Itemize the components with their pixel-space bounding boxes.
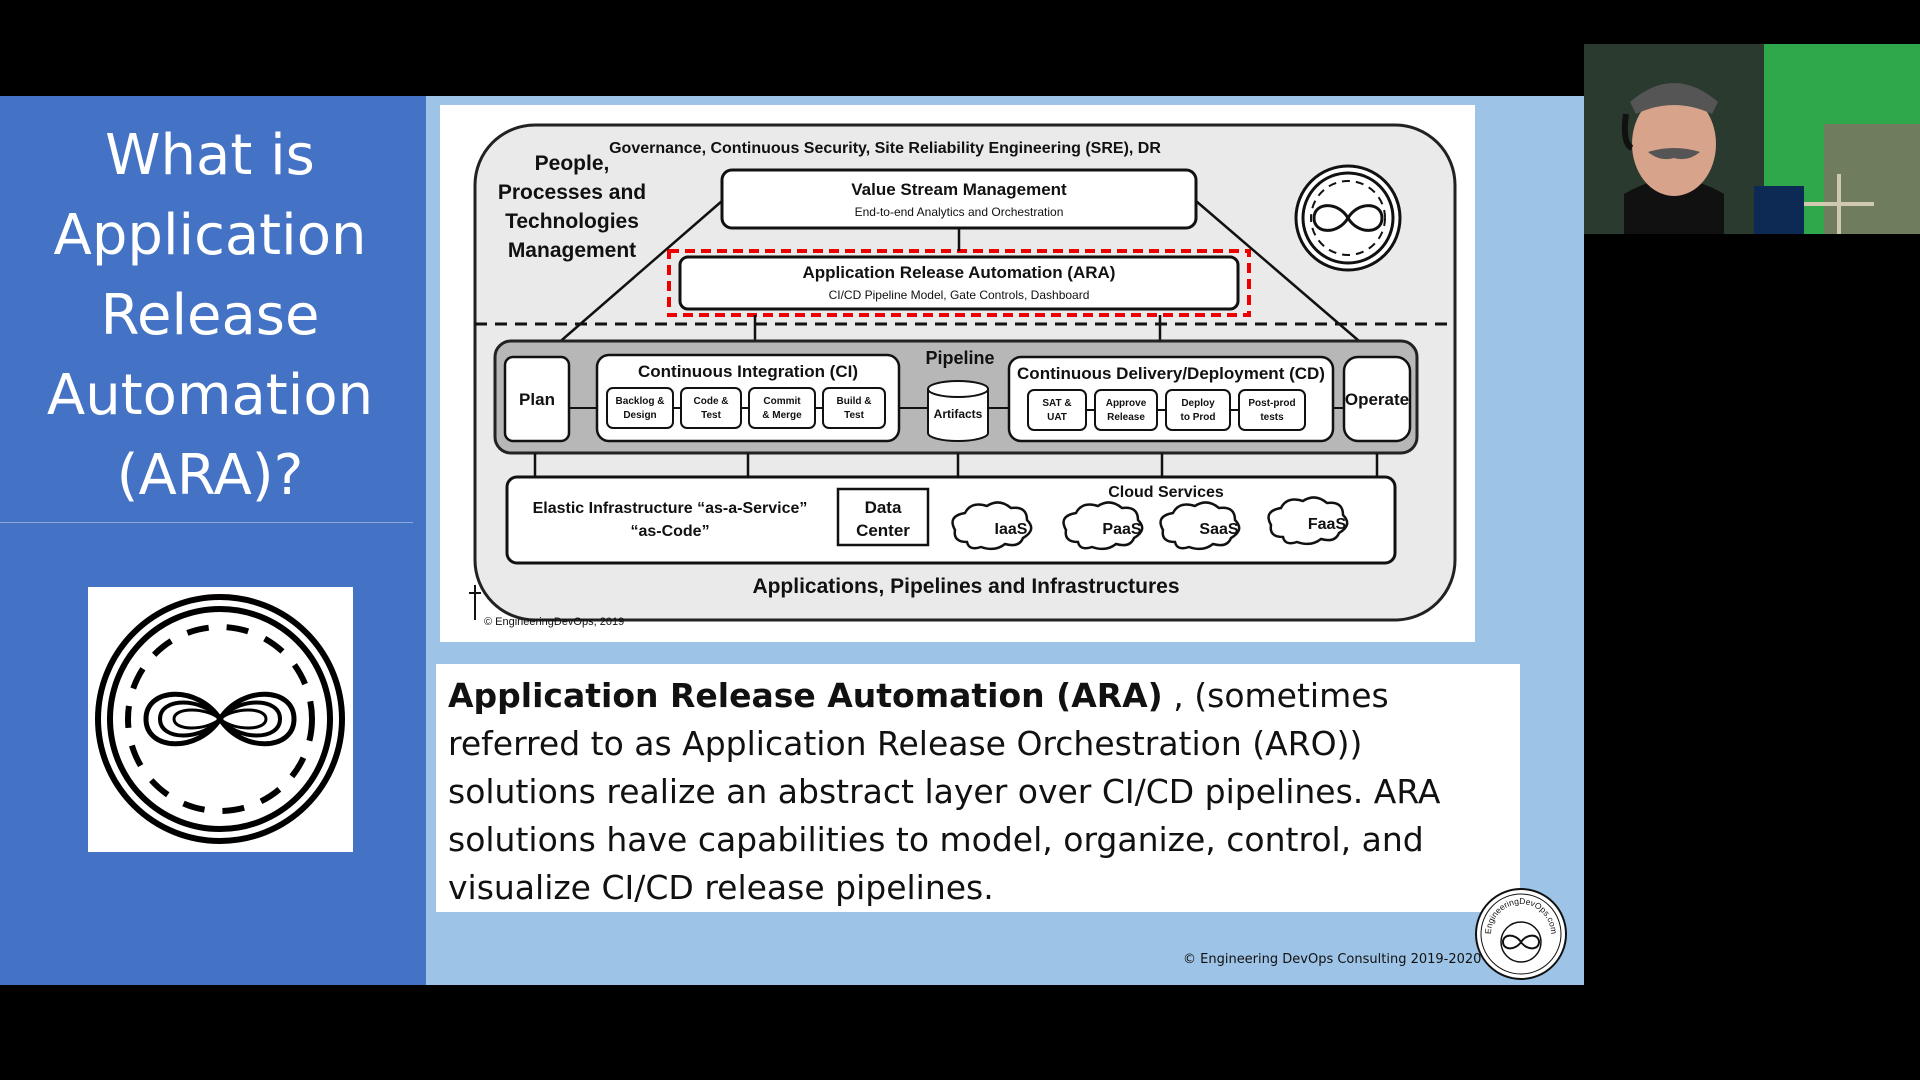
people-label-3: Technologies [505,210,639,233]
cd-step-approve [1094,389,1158,431]
ci-step-code-label-2: Test [701,410,721,421]
cd-step-deploy-label-2: to Prod [1181,412,1216,423]
pipeline-flow-arrows [569,407,1344,411]
people-label-2: Processes and [498,181,646,204]
description-text: Application Release Automation (ARA) , (… [448,672,1508,912]
plan-box [503,355,571,443]
operate-box [1342,355,1412,443]
cd-step-approve-label-1: Approve [1106,398,1147,409]
infinity-seal-icon [1294,164,1402,272]
vsm-operate-connector [1195,200,1381,360]
slide: What is Application Release Automation (… [0,96,1584,985]
diagram-credit: © EngineeringDevOps, 2019 [484,616,624,628]
ara-title: Application Release Automation (ARA) [803,263,1116,282]
description-lead: Application Release Automation (ARA) [448,676,1163,715]
value-stream-box [720,168,1198,230]
cd-step-sat [1027,389,1087,431]
ci-step-code [680,387,742,429]
description-body: , (sometimes referred to as Application … [448,676,1441,907]
book-icon [1754,186,1804,234]
governance-label: Governance, Continuous Security, Site Re… [609,140,1161,157]
ci-step-backlog-label-1: Backlog & [616,396,665,407]
operate-label: Operate [1345,390,1409,409]
cloud-services-label: Cloud Services [1108,484,1224,501]
ci-step-code-label-1: Code & [694,396,729,407]
vsm-subtitle: End-to-end Analytics and Orchestration [855,205,1064,219]
ara-box [678,255,1240,311]
cd-step-deploy-label-1: Deploy [1181,398,1215,409]
ci-step-build-label-2: Test [844,410,864,421]
infinity-logo [88,587,353,852]
slide-title: What is Application Release Automation (… [46,123,374,508]
vsm-title: Value Stream Management [851,180,1067,199]
infrastructure-box [505,475,1397,565]
data-center-label-2: Center [856,521,910,540]
cloud-saas-label: SaaS [1199,521,1238,538]
elastic-infra-label-1: Elastic Infrastructure “as-a-Service” [533,500,808,517]
webcam-overlay [1584,44,1920,234]
ci-step-build [822,387,886,429]
presenter-face [1632,92,1716,196]
artifacts-label: Artifacts [934,407,983,421]
cd-step-postprod-label-1: Post-prod [1248,398,1295,409]
headset-icon [1621,113,1634,151]
elastic-infra-label-2: “as-Code” [630,523,709,540]
corner-seal-logo: EngineeringDevOps.com [1473,886,1569,982]
pipeline-label: Pipeline [925,348,994,368]
ci-step-backlog [606,387,674,429]
ci-step-commit [748,387,816,429]
cd-step-deploy [1165,389,1231,431]
description-box: Application Release Automation (ARA) , (… [436,664,1520,912]
diagram-footer: Applications, Pipelines and Infrastructu… [752,575,1179,598]
plan-label: Plan [519,390,555,409]
cd-title: Continuous Delivery/Deployment (CD) [1017,364,1325,383]
cloud-icons [951,496,1349,551]
title-panel: What is Application Release Automation (… [0,96,426,985]
dagger-icon [469,585,481,620]
presenter-cap [1630,83,1718,114]
people-label-1: People, [535,152,610,175]
ci-step-commit-label-2: & Merge [762,410,802,421]
ci-step-backlog-label-2: Design [623,410,656,421]
cd-step-approve-label-2: Release [1107,412,1145,423]
cloud-paas-label: PaaS [1102,521,1141,538]
ara-subtitle: CI/CD Pipeline Model, Gate Controls, Das… [829,288,1090,302]
vsm-plan-connector [539,200,723,360]
cloud-faas-label: FaaS [1308,516,1347,533]
cd-step-postprod-label-2: tests [1260,412,1284,423]
ci-step-commit-label-1: Commit [763,396,801,407]
people-label-4: Management [508,239,636,262]
pipeline-infra-connectors [533,453,1379,477]
data-center-box [836,487,930,547]
cd-step-postprod [1238,389,1306,431]
cross-icon [1804,174,1874,234]
artifacts-cylinder-icon [927,380,989,442]
data-center-label-1: Data [865,498,902,517]
cd-step-sat-label-1: SAT & [1042,398,1071,409]
copyright-text: © Engineering DevOps Consulting 2019-202… [1183,952,1482,967]
cloud-iaas-label: IaaS [995,521,1028,538]
cd-step-sat-label-2: UAT [1047,412,1067,423]
ci-title: Continuous Integration (CI) [638,362,858,381]
ara-architecture-diagram: Governance, Continuous Security, Site Re… [440,105,1475,642]
ci-step-build-label-1: Build & [837,396,872,407]
title-divider [0,522,413,523]
